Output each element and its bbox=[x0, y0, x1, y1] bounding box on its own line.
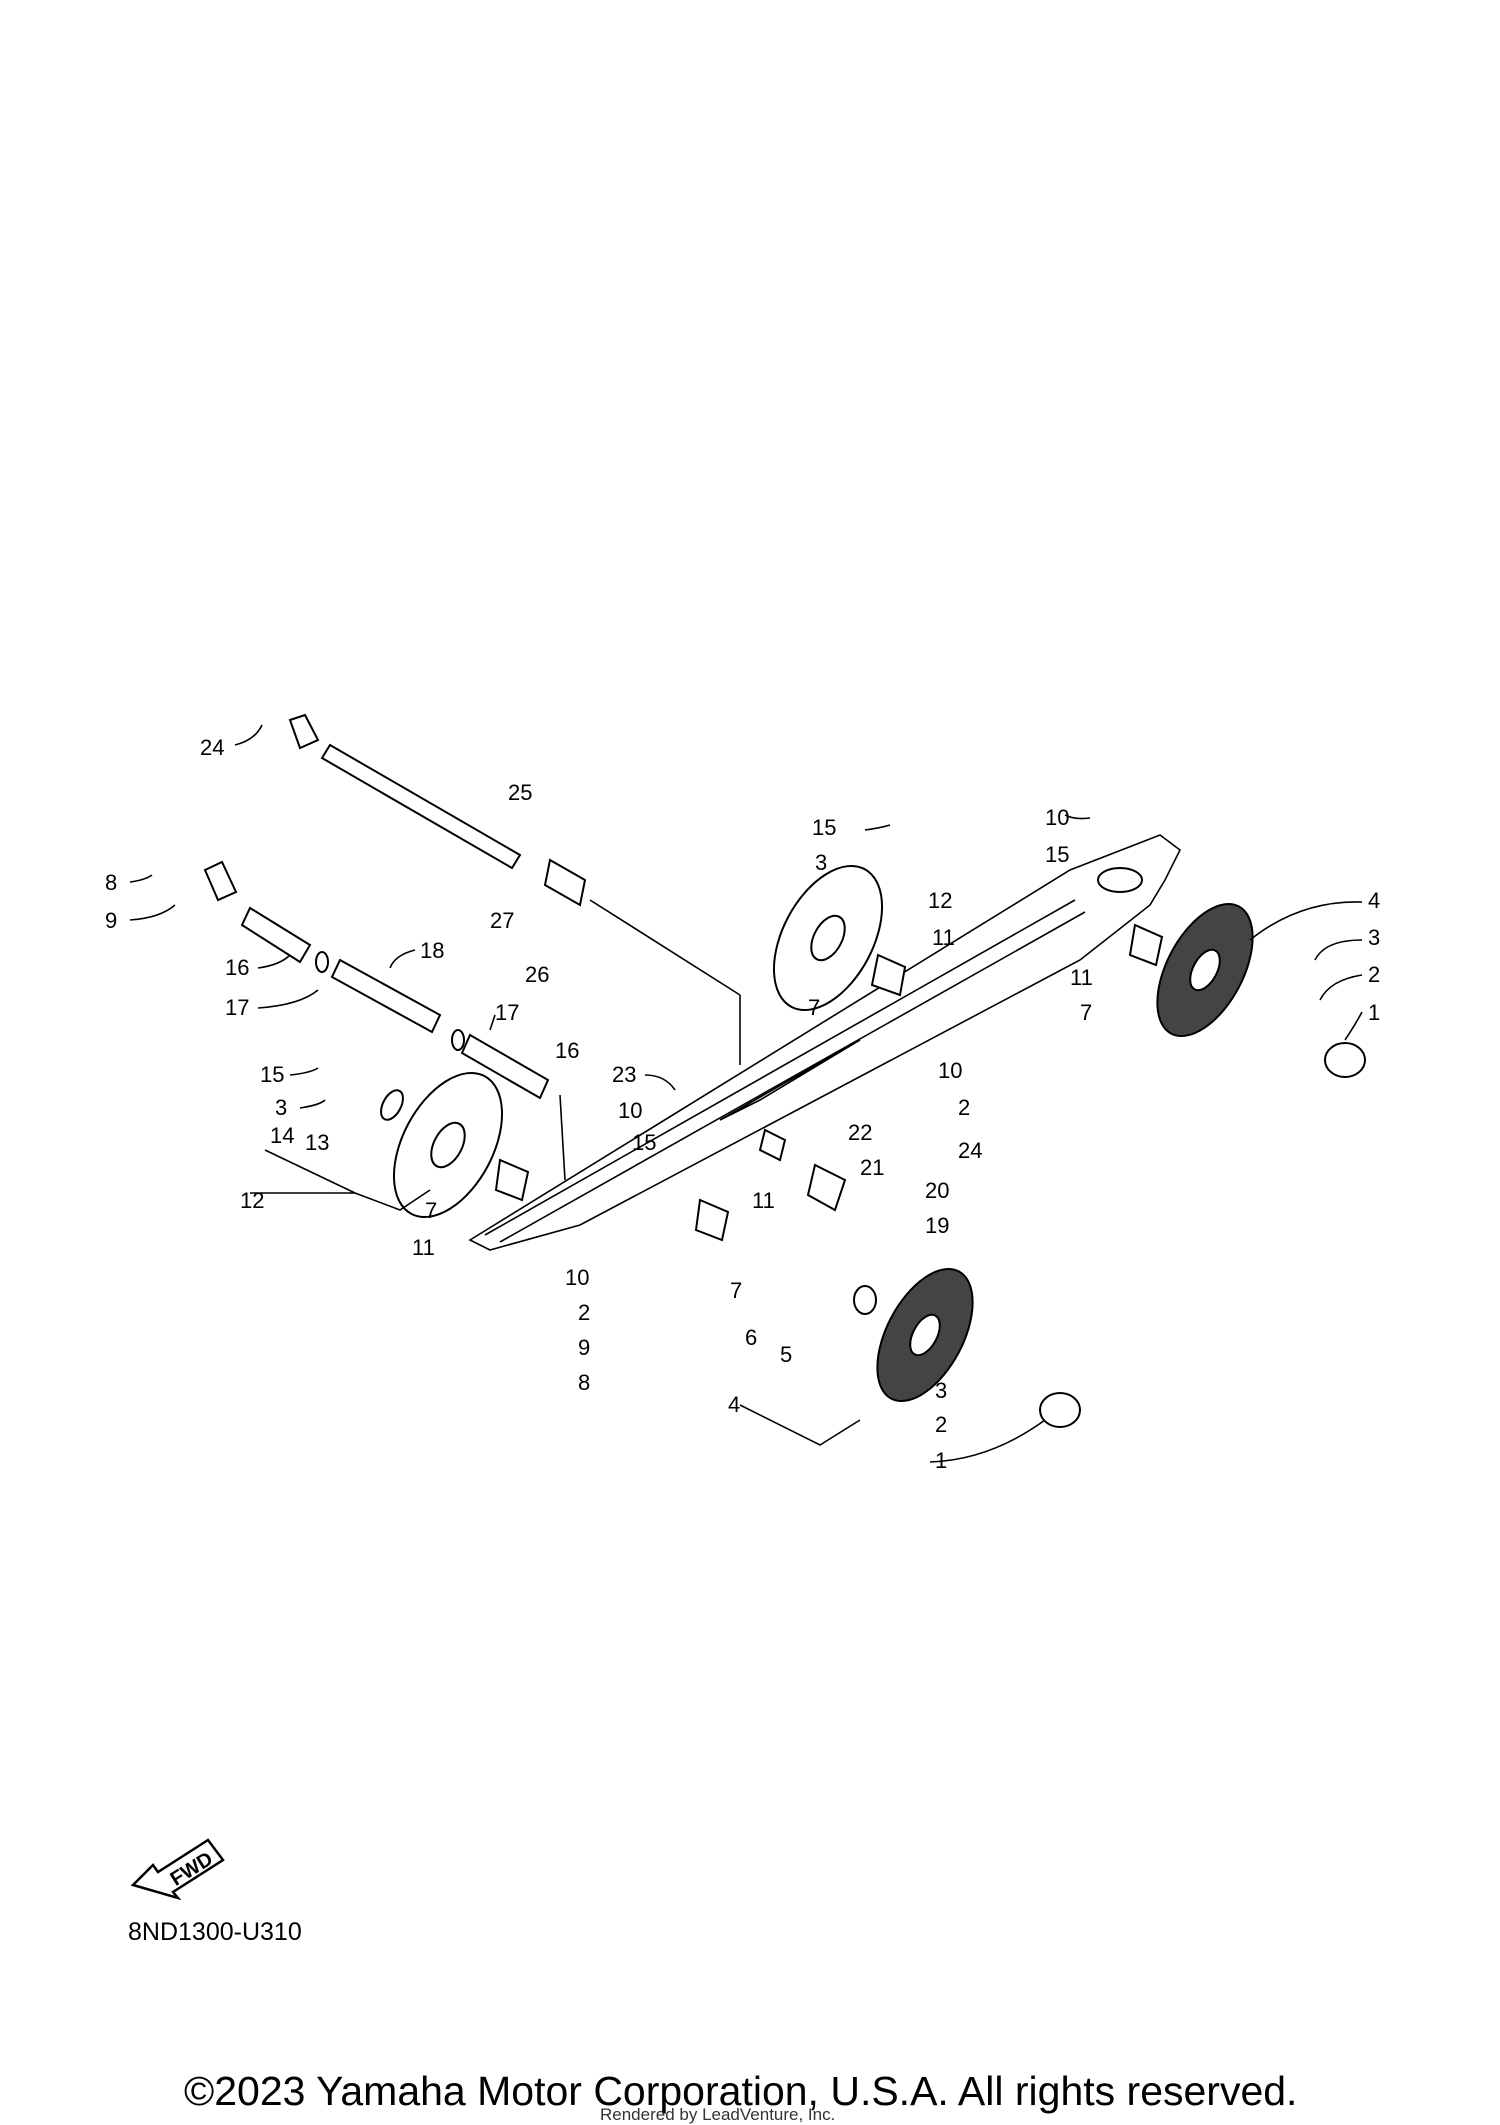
callout-2-lower-left: 2 bbox=[578, 1300, 590, 1325]
callout-4-upper: 4 bbox=[1368, 888, 1380, 913]
callout-18: 18 bbox=[420, 938, 444, 963]
rear-shaft bbox=[288, 713, 741, 1065]
callout-3-upper: 3 bbox=[815, 850, 827, 875]
callout-15-mid: 15 bbox=[632, 1130, 656, 1155]
callout-27: 27 bbox=[490, 908, 514, 933]
callout-3-left: 3 bbox=[275, 1095, 287, 1120]
callout-8-lower: 8 bbox=[578, 1370, 590, 1395]
callout-15-left: 15 bbox=[260, 1062, 284, 1087]
callout-labels: 24 25 8 9 27 26 16 17 18 17 16 15 3 14 1… bbox=[105, 735, 1380, 1473]
leader-lines bbox=[129, 724, 1363, 1463]
spoked-wheel-lower bbox=[694, 1128, 1081, 1428]
callout-8-top: 8 bbox=[105, 870, 117, 895]
callout-14: 14 bbox=[270, 1123, 294, 1148]
callout-10-upper: 10 bbox=[1045, 805, 1069, 830]
callout-16-right: 16 bbox=[555, 1038, 579, 1063]
callout-12-upper: 12 bbox=[928, 888, 952, 913]
callout-11-right: 11 bbox=[1070, 965, 1093, 990]
callout-3-right: 3 bbox=[1368, 925, 1380, 950]
callout-1-right: 1 bbox=[1368, 1000, 1380, 1025]
slide-rail-frame bbox=[468, 834, 1182, 1251]
callout-16-left: 16 bbox=[225, 955, 249, 980]
callout-6: 6 bbox=[745, 1325, 757, 1350]
callout-7-right: 7 bbox=[1080, 1000, 1092, 1025]
callout-13: 13 bbox=[305, 1130, 329, 1155]
callout-12-left: 12 bbox=[240, 1188, 264, 1213]
callout-23: 23 bbox=[612, 1062, 636, 1087]
callout-17-right: 17 bbox=[495, 1000, 519, 1025]
callout-15-upper: 15 bbox=[812, 815, 836, 840]
callout-10-mid: 10 bbox=[618, 1098, 642, 1123]
rendered-by: Rendered by LeadVenture, Inc. bbox=[600, 2105, 836, 2124]
callout-24-top: 24 bbox=[200, 735, 224, 760]
callout-11-left: 11 bbox=[412, 1235, 435, 1260]
callout-21: 21 bbox=[860, 1155, 884, 1180]
callout-4-lower: 4 bbox=[728, 1392, 740, 1417]
callout-22: 22 bbox=[848, 1120, 872, 1145]
front-shaft bbox=[203, 860, 566, 1181]
callout-9-top: 9 bbox=[105, 908, 117, 933]
idler-wheel-left bbox=[380, 1071, 530, 1219]
copyright: ©2023 Yamaha Motor Corporation, U.S.A. A… bbox=[184, 2068, 1298, 2114]
callout-7-left: 7 bbox=[425, 1198, 437, 1223]
callout-15-upper-right: 15 bbox=[1045, 842, 1069, 867]
callout-24-right: 24 bbox=[958, 1138, 982, 1163]
callout-20: 20 bbox=[925, 1178, 949, 1203]
callout-5: 5 bbox=[780, 1342, 792, 1367]
callout-2-right-lower: 2 bbox=[958, 1095, 970, 1120]
callout-26: 26 bbox=[525, 962, 549, 987]
callout-19: 19 bbox=[925, 1213, 949, 1238]
callout-11-lower: 11 bbox=[752, 1188, 775, 1213]
callout-2-right: 2 bbox=[1368, 962, 1380, 987]
idler-wheel-upper bbox=[772, 864, 907, 1012]
callout-2-lower: 2 bbox=[935, 1412, 947, 1437]
callout-10-lower: 10 bbox=[565, 1265, 589, 1290]
callout-7-lower: 7 bbox=[730, 1278, 742, 1303]
diagram-code: 8ND1300-U310 bbox=[128, 1918, 302, 1946]
callout-11-upper: 11 bbox=[932, 925, 955, 950]
callout-3-lower: 3 bbox=[935, 1378, 947, 1403]
callout-7-upper: 7 bbox=[808, 995, 820, 1020]
callout-10-right: 10 bbox=[938, 1058, 962, 1083]
callout-25: 25 bbox=[508, 780, 532, 805]
fwd-arrow-icon: FWD bbox=[128, 1830, 228, 1901]
spoked-wheel-right bbox=[1128, 902, 1366, 1078]
callout-17-left: 17 bbox=[225, 995, 249, 1020]
callout-9-lower: 9 bbox=[578, 1335, 590, 1360]
